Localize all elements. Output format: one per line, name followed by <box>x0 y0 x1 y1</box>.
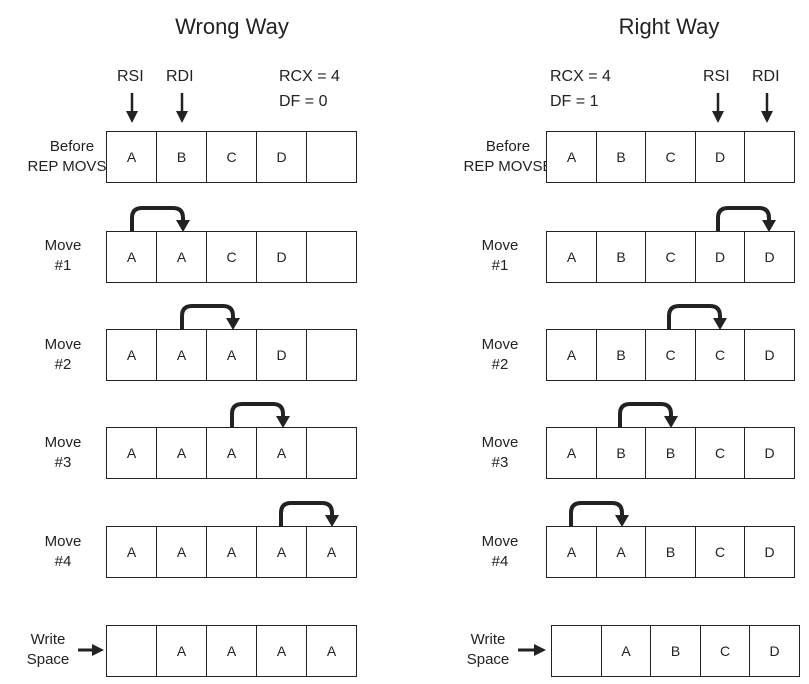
left-write-arrow <box>78 644 104 656</box>
right-row-label-before: Before REP MOVSB <box>463 138 553 175</box>
left-move4-cell-4: A <box>306 526 357 578</box>
right-write-cell-1: A <box>600 625 652 677</box>
left-before-cell-0: A <box>106 131 157 183</box>
right-write-arrow <box>518 644 546 656</box>
left-move2-arrow <box>180 304 240 331</box>
left-before-cell-2: C <box>206 131 257 183</box>
right-before-cell-0: A <box>546 131 597 183</box>
left-rdi-label: RDI <box>166 68 194 85</box>
right-move1-arrow <box>716 206 776 233</box>
right-write-cell-4: D <box>749 625 800 677</box>
left-move3-cell-0: A <box>106 427 157 479</box>
left-move3-cell-4 <box>306 427 357 479</box>
right-write-cell-2: B <box>650 625 701 677</box>
right-rcx-label: RCX = 4 <box>550 68 611 85</box>
right-move3-cell-2: B <box>645 427 696 479</box>
right-title: Right Way <box>618 14 720 39</box>
right-row-label-write: Write Space <box>466 631 510 668</box>
left-move3-cell-2: A <box>206 427 257 479</box>
left-move3-arrow <box>230 402 290 429</box>
right-move3-cell-3: C <box>694 427 746 479</box>
left-move4-arrow <box>279 501 339 528</box>
right-move4-cell-3: C <box>694 526 746 578</box>
right-move1-cell-1: B <box>595 231 647 283</box>
left-move1-cell-0: A <box>106 231 157 283</box>
left-row-label-move3: Move #3 <box>44 434 82 471</box>
right-move2-cell-3: C <box>694 329 746 381</box>
left-rcx-label: RCX = 4 <box>279 68 340 85</box>
right-move1-cell-4: D <box>744 231 795 283</box>
left-row-label-move2: Move #2 <box>44 336 82 373</box>
left-move1-cell-2: C <box>206 231 257 283</box>
right-before-cell-3: D <box>694 131 746 183</box>
right-row-label-move2: Move #2 <box>481 336 519 373</box>
left-rsi-arrow <box>126 93 138 123</box>
right-move4-cell-0: A <box>546 526 597 578</box>
right-move3-cell-1: B <box>595 427 647 479</box>
left-move1-arrow <box>130 206 190 233</box>
left-move4-cell-1: A <box>156 526 207 578</box>
right-move1-cell-3: D <box>694 231 746 283</box>
left-write-cell-1: A <box>156 625 207 677</box>
left-row-label-write: Write Space <box>26 631 70 668</box>
right-row-label-move1: Move #1 <box>481 237 519 274</box>
left-move3-cell-3: A <box>256 427 307 479</box>
left-title: Wrong Way <box>175 14 289 39</box>
right-move4-cell-2: B <box>645 526 696 578</box>
right-move3-cell-4: D <box>744 427 795 479</box>
right-move2-cell-2: C <box>645 329 696 381</box>
right-move2-cell-1: B <box>595 329 647 381</box>
left-move4-cell-0: A <box>106 526 157 578</box>
left-move4-cell-2: A <box>206 526 257 578</box>
right-before-cell-4 <box>744 131 795 183</box>
left-write-cell-2: A <box>206 625 257 677</box>
left-rdi-arrow <box>176 93 188 123</box>
left-write-cell-0 <box>106 625 157 677</box>
right-df-label: DF = 1 <box>550 93 599 110</box>
right-move2-cell-4: D <box>744 329 795 381</box>
right-row-label-move3: Move #3 <box>481 434 519 471</box>
right-move4-cell-4: D <box>744 526 795 578</box>
right-move2-arrow <box>667 304 727 331</box>
left-move2-cell-3: D <box>256 329 307 381</box>
right-before-cell-2: C <box>645 131 696 183</box>
right-rsi-arrow <box>712 93 724 123</box>
left-write-cell-3: A <box>256 625 307 677</box>
left-move2-cell-0: A <box>106 329 157 381</box>
right-move1-cell-0: A <box>546 231 597 283</box>
right-move3-arrow <box>618 402 678 429</box>
left-move3-cell-1: A <box>156 427 207 479</box>
right-row-label-move4: Move #4 <box>481 533 519 570</box>
right-move3-cell-0: A <box>546 427 597 479</box>
right-write-cell-3: C <box>699 625 751 677</box>
left-row-label-move1: Move #1 <box>44 237 82 274</box>
right-move1-cell-2: C <box>645 231 696 283</box>
left-move1-cell-1: A <box>156 231 207 283</box>
right-before-cell-1: B <box>595 131 647 183</box>
left-move4-cell-3: A <box>256 526 307 578</box>
left-write-cell-4: A <box>306 625 357 677</box>
right-move4-arrow <box>569 501 629 528</box>
left-move1-cell-4 <box>306 231 357 283</box>
left-row-label-before: Before REP MOVSB <box>27 138 117 175</box>
left-move1-cell-3: D <box>256 231 307 283</box>
left-move2-cell-2: A <box>206 329 257 381</box>
left-move2-cell-4 <box>306 329 357 381</box>
left-before-cell-4 <box>306 131 357 183</box>
right-rdi-arrow <box>761 93 773 123</box>
right-move2-cell-0: A <box>546 329 597 381</box>
right-rsi-label: RSI <box>703 68 730 85</box>
right-move4-cell-1: A <box>595 526 647 578</box>
left-move2-cell-1: A <box>156 329 207 381</box>
right-rdi-label: RDI <box>752 68 780 85</box>
left-df-label: DF = 0 <box>279 93 328 110</box>
left-row-label-move4: Move #4 <box>44 533 82 570</box>
left-rsi-label: RSI <box>117 68 144 85</box>
right-write-cell-0 <box>551 625 602 677</box>
left-before-cell-1: B <box>156 131 207 183</box>
left-before-cell-3: D <box>256 131 307 183</box>
